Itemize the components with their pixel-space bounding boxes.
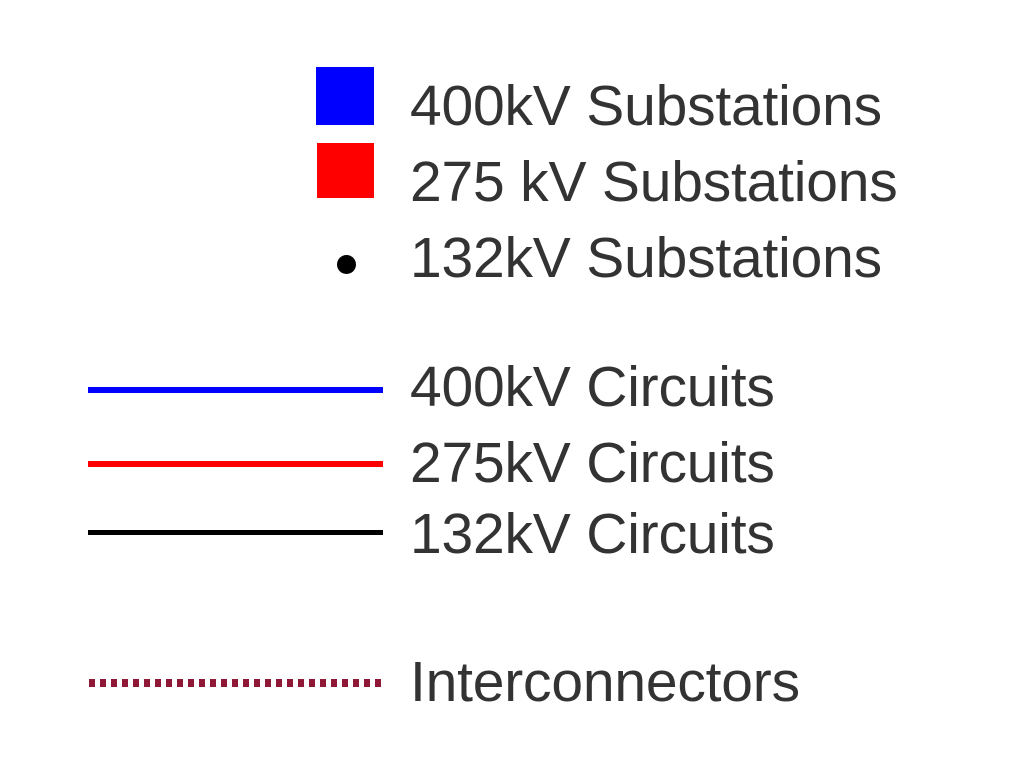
legend-row-132kv-substations[interactable]: 132kV Substations <box>0 212 1024 288</box>
legend-label-132kv-substations: 132kV Substations <box>410 226 882 290</box>
black-dot-swatch <box>337 255 356 274</box>
legend-row-400kv-substations[interactable]: 400kV Substations <box>0 60 1024 136</box>
legend-label-132kv-circuits: 132kV Circuits <box>410 502 775 566</box>
symbol-cell <box>0 352 400 428</box>
legend-label-275kv-substations: 275 kV Substations <box>410 150 898 214</box>
legend-row-400kv-circuits[interactable]: 400kV Circuits <box>0 352 1024 428</box>
legend-row-interconnectors[interactable]: Interconnectors <box>0 645 1024 721</box>
symbol-cell <box>0 496 400 572</box>
legend-label-275kv-circuits: 275kV Circuits <box>410 431 775 495</box>
black-line-swatch <box>88 530 383 535</box>
legend-row-132kv-circuits[interactable]: 132kV Circuits <box>0 496 1024 572</box>
symbol-cell <box>0 60 400 136</box>
symbol-cell <box>0 645 400 721</box>
legend-label-400kv-substations: 400kV Substations <box>410 74 882 138</box>
legend-label-400kv-circuits: 400kV Circuits <box>410 355 775 419</box>
red-line-swatch <box>88 461 383 467</box>
blue-square-swatch <box>316 67 374 125</box>
legend-label-interconnectors: Interconnectors <box>410 650 800 714</box>
symbol-cell <box>0 426 400 502</box>
legend-row-275kv-circuits[interactable]: 275kV Circuits <box>0 426 1024 502</box>
red-square-swatch <box>317 143 374 198</box>
symbol-cell <box>0 212 400 288</box>
legend-row-275kv-substations[interactable]: 275 kV Substations <box>0 136 1024 212</box>
blue-line-swatch <box>88 387 383 393</box>
symbol-cell <box>0 136 400 212</box>
maroon-dotted-line-swatch <box>89 679 383 687</box>
